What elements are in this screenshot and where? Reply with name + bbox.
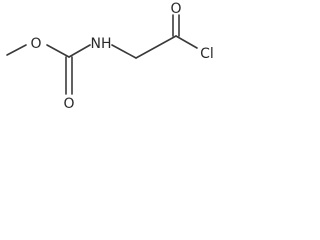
chemical-structure-diagram: O O NH O Cl: [6, 1, 214, 112]
bond-methylene-acyl-carbon: [135, 35, 177, 59]
carbonyl-oxygen-bottom-label: O: [63, 96, 74, 112]
bond-methyl-ester-oxygen: [6, 44, 27, 56]
bond-ester-oxygen-carbonyl-carbon: [46, 44, 70, 58]
bond-carbonyl-carbon-nitrogen: [68, 44, 91, 58]
bond-nitrogen-methylene: [111, 44, 137, 59]
ester-oxygen-label: O: [30, 36, 41, 52]
carbonyl-oxygen-top-label: O: [170, 1, 181, 17]
amide-nitrogen-label: NH: [91, 36, 112, 52]
chlorine-label: Cl: [200, 46, 214, 62]
bond-acyl-carbon-chlorine: [175, 35, 198, 49]
